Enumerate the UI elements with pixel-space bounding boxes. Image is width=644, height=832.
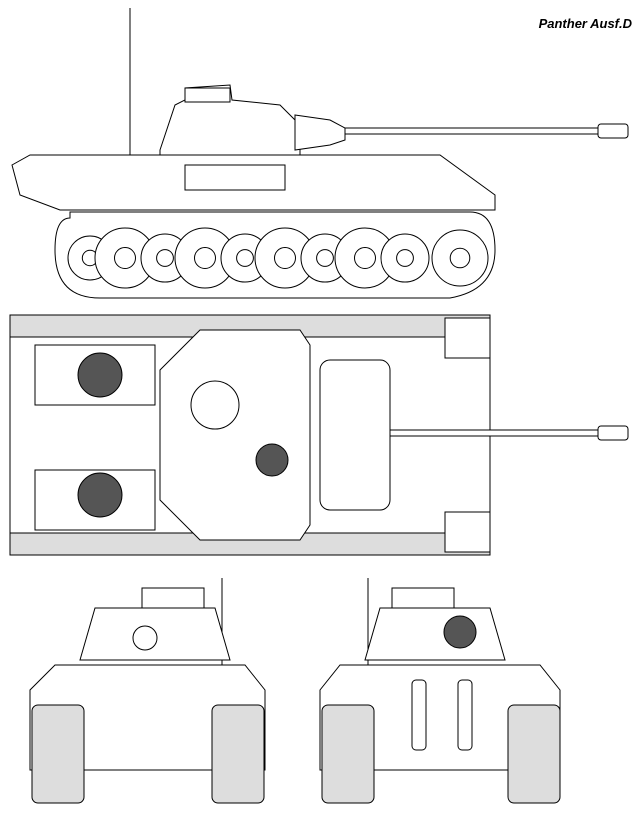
wheel-hub: [354, 247, 376, 269]
fan-cover-top: [77, 352, 123, 398]
track-right-rear: [507, 704, 561, 804]
cupola-front: [141, 587, 205, 609]
side-skirt-box: [184, 164, 286, 191]
wheel-hub: [274, 247, 296, 269]
drawing-title: Panther Ausf.D: [538, 16, 632, 31]
track-left-front: [31, 704, 85, 804]
commander-cupola-top: [190, 380, 240, 430]
front-fender-right: [444, 511, 491, 553]
wheel-hub: [194, 247, 216, 269]
hull-front: [29, 664, 266, 771]
side-view: [11, 8, 629, 299]
wheel-hub: [236, 249, 254, 267]
gun-mantlet: [294, 114, 346, 151]
gun-barrel: [344, 127, 601, 135]
gun-front: [132, 625, 158, 651]
turret-top: [159, 329, 311, 541]
exhaust-left: [411, 679, 427, 751]
top-view: [9, 314, 629, 556]
wheel-hub: [316, 249, 334, 267]
track-right-front: [211, 704, 265, 804]
hull: [11, 154, 496, 211]
wheel-hub: [156, 249, 174, 267]
escape-hatch: [443, 615, 477, 649]
muzzle-brake-top: [597, 425, 629, 441]
engine-grille-top: [34, 344, 156, 406]
front-view: [29, 578, 266, 804]
fan-cover-bottom: [77, 472, 123, 518]
track-left-rear: [321, 704, 375, 804]
mantlet-top: [319, 359, 391, 511]
front-fender-left: [444, 317, 491, 359]
drive-sprocket: [431, 229, 489, 287]
exhaust-right: [457, 679, 473, 751]
road-wheel: [380, 233, 430, 283]
engine-grille-bottom: [34, 469, 156, 531]
gun-barrel-top: [389, 429, 601, 437]
cupola-rear: [391, 587, 455, 609]
wheel-hub: [396, 249, 414, 267]
muzzle-brake: [597, 123, 629, 139]
loader-hatch: [255, 443, 289, 477]
commander-cupola: [184, 87, 231, 103]
turret-rear: [364, 607, 506, 661]
wheel-hub: [449, 247, 471, 269]
rear-view: [319, 578, 561, 804]
wheel-hub: [114, 247, 136, 269]
